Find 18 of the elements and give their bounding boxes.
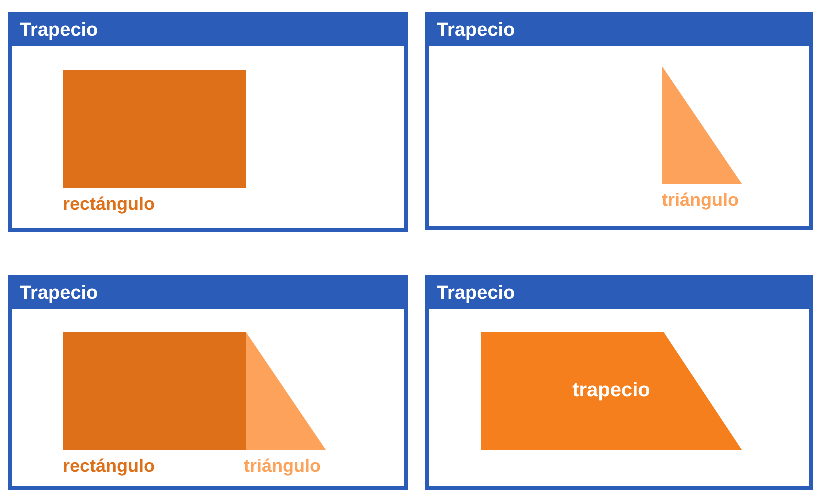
panel <box>425 12 813 230</box>
shape-label: triángulo <box>244 456 321 477</box>
panel-title: Trapecio <box>12 16 404 46</box>
panel <box>425 275 813 490</box>
panel <box>8 275 408 490</box>
panel-title: Trapecio <box>12 279 404 309</box>
triangle-shape <box>246 332 326 450</box>
panel-title: Trapecio <box>429 279 809 309</box>
shape-label: rectángulo <box>63 456 156 477</box>
trapezoid-shape <box>481 332 742 450</box>
triangle-shape <box>662 66 742 184</box>
shape-label: rectángulo <box>63 194 156 215</box>
rectangle-shape <box>63 70 246 188</box>
rectangle-shape <box>63 332 246 450</box>
shape-label: triángulo <box>662 190 739 211</box>
panel <box>8 12 408 232</box>
panel-title: Trapecio <box>429 16 809 46</box>
shape-label: trapecio <box>572 380 652 402</box>
